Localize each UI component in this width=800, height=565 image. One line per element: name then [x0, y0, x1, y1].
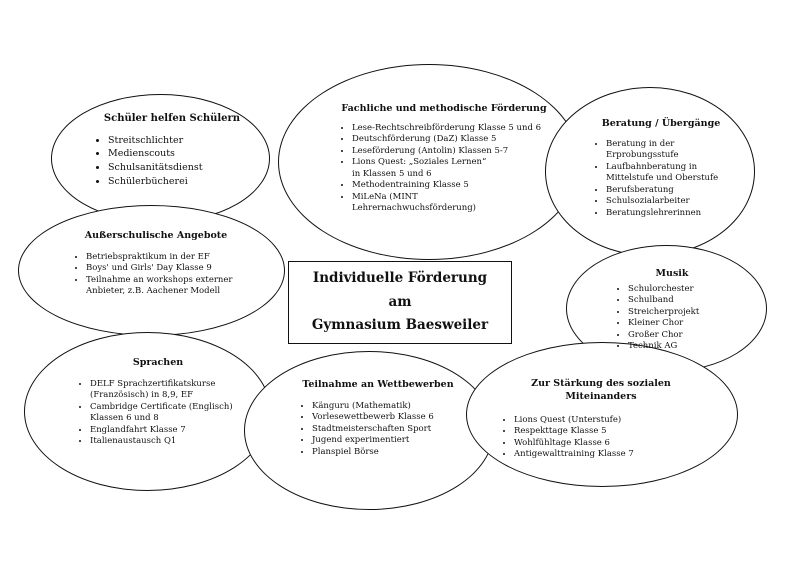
- bubble-title: Zur Stärkung des sozialen Miteinanders: [531, 378, 671, 402]
- bubble-fachliche-foerderung: Fachliche und methodische Förderung Lese…: [336, 103, 552, 215]
- bubble-title: Musik: [655, 268, 689, 279]
- list-item: Berufsberatung: [606, 185, 732, 196]
- list-item: Betriebspraktikum in der EF: [86, 252, 242, 263]
- bubble-teilnahme-wettbewerbe: Teilnahme an Wettbewerben Känguru (Mathe…: [290, 379, 466, 458]
- list-item: Lese-Rechtschreibförderung Klasse 5 und …: [352, 123, 552, 134]
- list-item: Italienaustausch Q1: [90, 436, 242, 447]
- ellipse-fachliche-foerderung: [278, 64, 580, 260]
- list-item: Streitschlichter: [108, 134, 252, 148]
- list-item: Schulsozialarbeiter: [606, 196, 732, 207]
- list-item: Antigewalttraining Klasse 7: [514, 449, 704, 460]
- ellipse-schueler-helfen-schuelern: [51, 94, 270, 223]
- list-item: Englandfahrt Klasse 7: [90, 425, 242, 436]
- list-item: Schulorchester: [628, 284, 732, 295]
- list-item: Medienscouts: [108, 147, 252, 161]
- ellipse-teilnahme-wettbewerbe: [244, 351, 494, 510]
- list-item: MiLeNa (MINT Lehrernachwuchsförderung): [352, 192, 492, 215]
- bubble-title: Beratung / Übergänge: [601, 118, 721, 129]
- bubble-item-list: Schulorchester Schulband Streicherprojek…: [612, 284, 732, 353]
- list-item: Boys' und Girls' Day Klasse 9: [86, 263, 242, 274]
- list-item: Cambridge Certificate (Englisch) Klassen…: [90, 402, 235, 425]
- center-title-line: am: [388, 293, 412, 310]
- bubble-item-list: Lese-Rechtschreibförderung Klasse 5 und …: [336, 123, 552, 215]
- bubble-title: Teilnahme an Wettbewerben: [302, 379, 454, 390]
- bubble-item-list: DELF Sprachzertifikatskurse (Französisch…: [74, 379, 242, 448]
- bubble-schueler-helfen-schuelern: Schüler helfen Schülern Streitschlichter…: [92, 112, 252, 189]
- ellipse-beratung-uebergaenge: [545, 87, 755, 256]
- center-title-line: Gymnasium Baesweiler: [311, 317, 489, 334]
- bubble-beratung-uebergaenge: Beratung / Übergänge Beratung in der Erp…: [590, 118, 732, 219]
- bubble-title: Außerschulische Angebote: [84, 230, 228, 241]
- ellipse-sprachen: [24, 332, 271, 491]
- list-item: Lions Quest: „Soziales Lernen“ in Klasse…: [352, 157, 492, 180]
- list-item: Technik AG: [628, 341, 732, 352]
- bubble-item-list: Lions Quest (Unterstufe) Respekttage Kla…: [498, 415, 704, 461]
- list-item: Methodentraining Klasse 5: [352, 180, 552, 191]
- list-item: Großer Chor: [628, 330, 732, 341]
- list-item: Kleiner Chor: [628, 318, 732, 329]
- list-item: Streicherprojekt: [628, 307, 732, 318]
- bubble-item-list: Känguru (Mathematik) Vorlesewettbewerb K…: [290, 401, 466, 458]
- list-item: Jugend experimentiert: [312, 435, 466, 446]
- list-item: DELF Sprachzertifikatskurse (Französisch…: [90, 379, 235, 402]
- list-item: Schulsanitätsdienst: [108, 161, 252, 175]
- list-item: Wohlfühltage Klasse 6: [514, 438, 704, 449]
- bubble-item-list: Streitschlichter Medienscouts Schulsanit…: [92, 134, 252, 189]
- list-item: Beratungslehrerinnen: [606, 208, 732, 219]
- center-title-box: Individuelle Förderung am Gymnasium Baes…: [288, 261, 512, 344]
- center-title-line: Individuelle Förderung: [312, 270, 488, 287]
- bubble-title: Schüler helfen Schülern: [103, 113, 241, 124]
- list-item: Stadtmeisterschaften Sport: [312, 424, 466, 435]
- list-item: Vorlesewettbewerb Klasse 6: [312, 412, 466, 423]
- list-item: Känguru (Mathematik): [312, 401, 466, 412]
- list-item: Deutschförderung (DaZ) Klasse 5: [352, 134, 552, 145]
- bubble-ausserschulische-angebote: Außerschulische Angebote Betriebspraktik…: [70, 230, 242, 298]
- list-item: Teilnahme an workshops externer Anbieter…: [86, 275, 236, 298]
- list-item: Leseförderung (Antolin) Klassen 5-7: [352, 146, 552, 157]
- list-item: Beratung in der Erprobungsstufe: [606, 139, 702, 162]
- list-item: Schulband: [628, 295, 732, 306]
- list-item: Laufbahnberatung in Mittelstufe und Ober…: [606, 162, 732, 185]
- list-item: Schülerbücherei: [108, 175, 252, 189]
- bubble-item-list: Beratung in der Erprobungsstufe Laufbahn…: [590, 139, 732, 219]
- list-item: Planspiel Börse: [312, 447, 466, 458]
- bubble-title: Sprachen: [132, 357, 184, 368]
- list-item: Lions Quest (Unterstufe): [514, 415, 704, 426]
- bubble-sprachen: Sprachen DELF Sprachzertifikatskurse (Fr…: [74, 357, 242, 448]
- bubble-item-list: Betriebspraktikum in der EF Boys' und Gi…: [70, 252, 242, 298]
- list-item: Respekttage Klasse 5: [514, 426, 704, 437]
- bubble-soziales-miteinander: Zur Stärkung des sozialen Miteinanders L…: [498, 378, 704, 461]
- bubble-musik: Musik Schulorchester Schulband Streicher…: [612, 268, 732, 353]
- ellipse-ausserschulische-angebote: [18, 205, 285, 336]
- bubble-title: Fachliche und methodische Förderung: [341, 103, 547, 114]
- ellipse-soziales-miteinander: [466, 342, 738, 487]
